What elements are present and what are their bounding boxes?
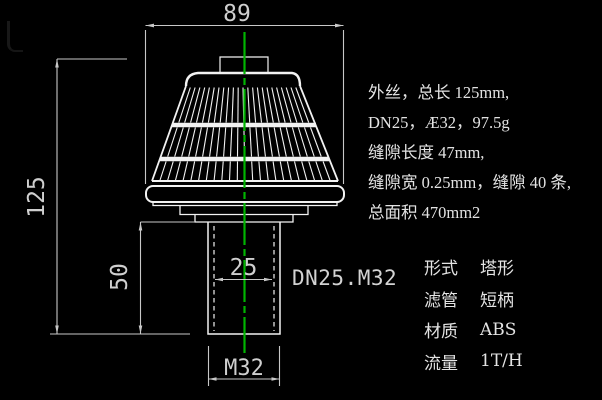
- spec-label: 流量: [424, 353, 458, 373]
- dim-stem-height-label: 50: [107, 263, 133, 291]
- spec-label: 滤管: [424, 290, 458, 310]
- dim-thread: [207, 346, 281, 386]
- dim-stem-height: [138, 221, 195, 334]
- dim-total-height-label: 125: [24, 176, 50, 218]
- dim-top-width: [144, 23, 345, 184]
- dim-inner-diameter-label: 25: [230, 255, 258, 281]
- cone-left-edge: [151, 85, 187, 182]
- cone-right-edge: [299, 85, 339, 182]
- spec-value: ABS: [480, 319, 517, 340]
- note-line: 缝隙宽 0.25mm，缝隙 40 条,: [368, 173, 572, 192]
- note-line: 外丝，总长 125mm,: [368, 83, 510, 102]
- spec-label: 材质: [424, 322, 458, 342]
- note-line: 总面积 470mm2: [368, 203, 481, 222]
- thread-spec-label: DN25.M32: [292, 266, 398, 290]
- notes-block: 外丝，总长 125mm, DN25，Æ32，97.5g 缝隙长度 47mm, 缝…: [368, 78, 600, 228]
- spec-label: 形式: [424, 259, 458, 279]
- thread-dashed-lines: [213, 226, 275, 331]
- spec-row: 形式 塔形: [424, 251, 523, 283]
- dim-total-height: [55, 58, 127, 334]
- spec-value: 塔形: [480, 259, 514, 280]
- note-line: DN25，Æ32，97.5g: [368, 113, 510, 132]
- spec-value: 1T/H: [480, 351, 523, 372]
- cap-dome: [184, 71, 302, 87]
- note-line: 缝隙长度 47mm,: [368, 143, 485, 162]
- spec-value: 短柄: [480, 290, 514, 311]
- spec-table: 形式 塔形 滤管 短柄 材质 ABS 流量 1T/H: [424, 251, 523, 377]
- cone-slits: [159, 87, 331, 181]
- dim-inner-diameter: [215, 277, 272, 282]
- dim-top-width-label: 89: [223, 1, 251, 27]
- spec-row: 滤管 短柄: [424, 283, 523, 315]
- dim-thread-label: M32: [224, 356, 264, 381]
- spec-row: 材质 ABS: [424, 314, 523, 346]
- screen-artifact: [7, 21, 23, 52]
- spec-row: 流量 1T/H: [424, 346, 523, 378]
